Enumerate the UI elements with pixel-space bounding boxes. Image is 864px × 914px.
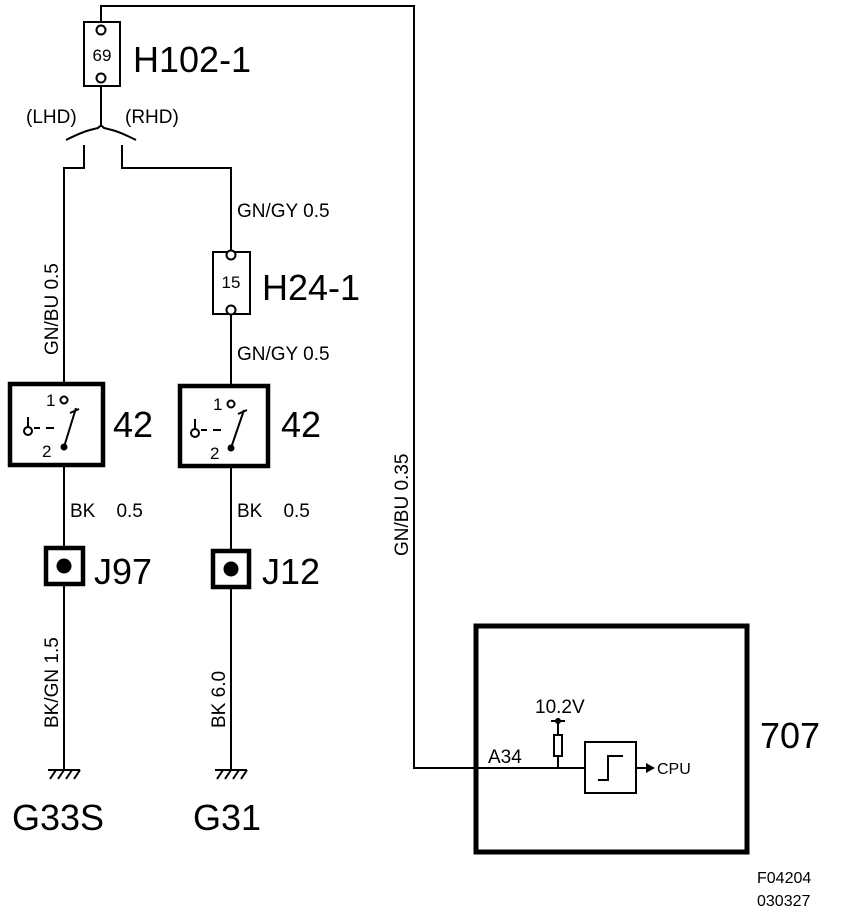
splice-j12: J12 <box>210 548 320 592</box>
wire-label-gn-bu-right: GN/BU 0.35 <box>392 454 413 556</box>
module-707-box <box>473 623 750 855</box>
ground-g33s: G33S <box>12 769 104 838</box>
left-switch-pin1: 1 <box>46 391 55 410</box>
module-cpu-label: CPU <box>657 761 691 778</box>
wire-label-bk-gn: BK/GN 1.5 <box>42 637 63 728</box>
wire-rhd-branch <box>121 145 232 252</box>
h24-pin-number: 15 <box>222 273 241 292</box>
module-pin-a34: A34 <box>488 747 522 768</box>
wire-label-gn-gy-mid: GN/GY 0.5 <box>237 344 330 365</box>
ground-g31: G31 <box>193 769 261 838</box>
module-707: 707 A34 10.2V CPU <box>473 623 820 855</box>
h102-label: H102-1 <box>133 39 251 80</box>
wire-label-bk-6: BK 6.0 <box>209 671 230 728</box>
wire-label-gn-gy-top: GN/GY 0.5 <box>237 201 330 222</box>
wire-gn-bu-0.35 <box>100 5 558 769</box>
left-switch-label: 42 <box>113 404 153 445</box>
lhd-rhd-bracket: (LHD) (RHD) <box>26 107 179 141</box>
right-switch-label: 42 <box>281 404 321 445</box>
wire-label-bk-right: BK 0.5 <box>237 501 310 522</box>
wires <box>63 5 558 770</box>
switch-42-left: 1 2 42 <box>7 381 153 468</box>
j12-label: J12 <box>262 551 320 592</box>
connector-h24-1: 15 H24-1 <box>212 249 360 316</box>
wire-label-bk-left: BK 0.5 <box>70 501 143 522</box>
figure-date: 030327 <box>757 893 810 910</box>
h24-label: H24-1 <box>262 267 360 308</box>
h102-pin-number: 69 <box>93 46 112 65</box>
switch-42-right: 1 2 42 <box>177 383 321 469</box>
wire-lhd-branch <box>63 145 85 393</box>
label-lhd: (LHD) <box>26 107 77 128</box>
j97-label: J97 <box>94 551 152 592</box>
right-switch-pin2: 2 <box>210 444 219 463</box>
module-707-label: 707 <box>760 715 820 756</box>
connector-h102-1: 69 H102-1 <box>83 21 251 87</box>
figure-code: F04204 <box>757 870 811 887</box>
g33s-label: G33S <box>12 797 104 838</box>
left-switch-pin2: 2 <box>42 442 51 461</box>
wire-label-gn-bu-left: GN/BU 0.5 <box>42 263 63 355</box>
label-rhd: (RHD) <box>125 107 179 128</box>
splice-j97: J97 <box>43 545 152 592</box>
module-voltage: 10.2V <box>535 697 585 718</box>
g31-label: G31 <box>193 797 261 838</box>
right-switch-pin1: 1 <box>213 395 222 414</box>
